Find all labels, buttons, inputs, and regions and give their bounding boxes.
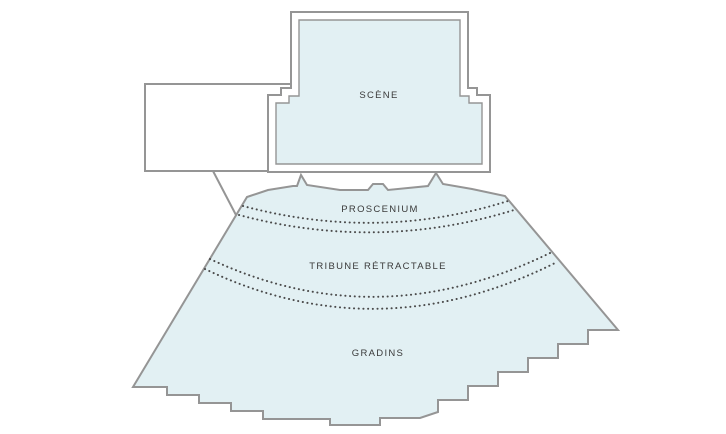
proscenium-label: PROSCENIUM — [341, 204, 418, 215]
stage-label: SCÈNE — [359, 90, 398, 101]
side-room-connector-line — [212, 170, 237, 216]
seating-fan-shape — [131, 171, 621, 426]
stage-floor-shape — [275, 19, 483, 165]
gradins-label: GRADINS — [352, 348, 404, 359]
tribune-retractable-label: TRIBUNE RÉTRACTABLE — [309, 261, 447, 272]
proscenium-tribune-divider-dotted-line-1 — [242, 200, 509, 224]
